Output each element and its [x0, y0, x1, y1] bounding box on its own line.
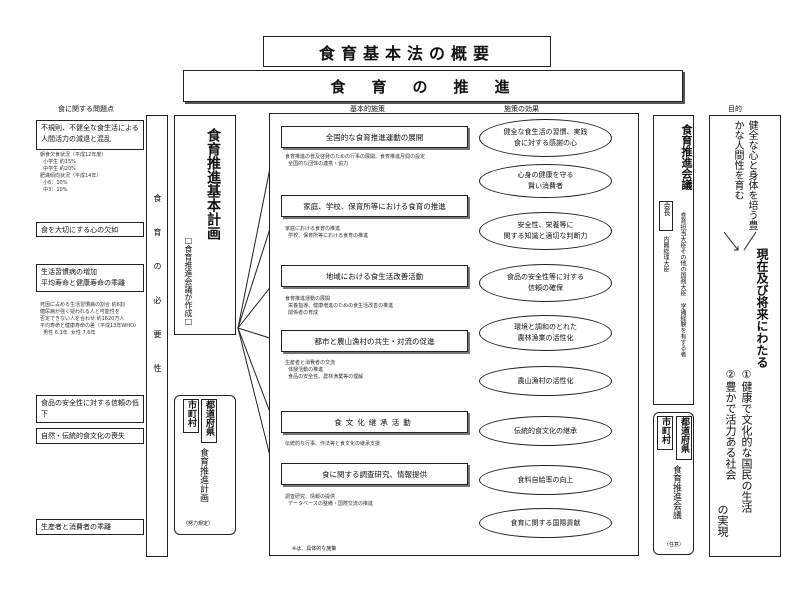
policy-box: 食文化継承活動 [281, 411, 468, 433]
problem-box: 生活習慣病の増加 平均寿命と健康寿命の乖離 [36, 264, 144, 292]
problem-box: 自然・伝統的食文化の喪失 [36, 428, 144, 444]
effect-oval: 食料自給率の向上 [479, 465, 612, 495]
basic-plan-title: 食育推進基本計画 [205, 128, 221, 240]
prefecture-label: 都道府県 [201, 399, 217, 443]
problem-box: 生産者と消費者の乖離 [36, 519, 144, 535]
header-effects: 施策の効果 [504, 105, 539, 113]
local-plan-title: 食育推進計画 [198, 448, 208, 502]
goal-arrows [723, 231, 757, 251]
goal-item-2: ②豊かで活力ある社会 [724, 368, 737, 480]
policy-note: 食育推進の普及啓発のための行事の展開、食育推進月間の設定 全国的な団体の連携・協… [285, 154, 426, 167]
effect-oval: 心身の健康を守る 賢い消費者 [479, 164, 612, 198]
effect-oval: 食品の安全性等に対する 信頼の確保 [479, 264, 612, 302]
policy-box: 家庭、学校、保育所等における食育の推進 [281, 195, 468, 217]
local-plan-box: 都道府県 市町村 食育推進計画 （努力規定） [174, 395, 236, 535]
policy-box: 食に関する調査研究、情報提供 [281, 463, 468, 485]
policy-note: 食育推進運動の展開 栄養指導、健康増進のための食生活改善の推進 関係者の育成 [285, 296, 394, 316]
policy-box: 都市と農山漁村の共生・対流の促進 [281, 330, 468, 352]
policy-note: 家庭における食育の推進 学校、保育所等における食育の推進 [285, 226, 369, 239]
council-chair: 内閣総理大臣 [662, 236, 669, 272]
problem-box: 不規則、不健全な食生活による人間活力の減退と混乱 [36, 120, 144, 150]
effect-oval: 環境と調和のとれた 農林漁業の活性化 [479, 315, 612, 351]
banner-title: 食育の推進 [183, 70, 683, 102]
council-prefecture-label: 都道府県 [676, 416, 692, 460]
local-council-note: （任意） [664, 542, 685, 548]
local-council-box: 都道府県 市町村 食育推進会議 （任意） [653, 412, 694, 555]
basic-plan-box: 食育推進基本計画 □食育推進会議が作成□ [174, 115, 236, 335]
problem-note: 朝食欠食状況（平成12年度） 小学生 約15% 中学生 約20% 肥満傾向状況（… [40, 152, 107, 193]
problem-box: 食品の安全性に対する信頼の低下 [36, 395, 144, 423]
effect-oval: 伝統的食文化の継承 [479, 416, 612, 446]
problem-note: 死因に占める生活習慣病の割合 約6割 糖尿病が強く疑われる人と可能性を 否定でき… [40, 302, 140, 336]
necessity-text: 食育の必要性 [153, 194, 162, 398]
basic-plan-sub: □食育推進会議が作成□ [184, 236, 193, 326]
effect-oval: 安全性、栄養等に 関する知識と適切な判断力 [479, 212, 612, 250]
policy-note: 生産者と消費者の交流 体験活動の推進 食品の安全性、農林漁業等の理解 [285, 360, 364, 380]
goal-item-1: ①健康で文化的な国民の生活 [740, 368, 753, 513]
goal-top: 健全な心と身体を培う豊かな人間性を育む [732, 120, 757, 230]
municipality-label: 市町村 [183, 399, 199, 433]
header-problems: 食に関する問題点 [58, 105, 114, 113]
page-title: 食育基本法の概要 [263, 36, 551, 67]
necessity-box: 食育の必要性 [146, 115, 168, 557]
council-box: 食育推進会議 会長 内閣総理大臣 食育担当大臣その他の国務大臣 学識経験を有する… [653, 115, 694, 405]
policy-note: 伝統的な行事、作法等と食文化の継承支援 [285, 441, 381, 447]
council-title: 食育推進会議 [680, 124, 693, 190]
policy-note: 調査研究、情報の提供 データベースの整備・国際交流の推進 [285, 494, 373, 507]
header-goals: 目的 [728, 105, 742, 113]
effect-oval: 食育に関する国際貢献 [479, 508, 612, 538]
policy-box: 全国的な食育推進運動の展開 [281, 126, 468, 148]
goal-box: 健全な心と身体を培う豊かな人間性を育む 現在及び将来にわたる ①健康で文化的な国… [709, 115, 781, 557]
council-members: 食育担当大臣その他の国務大臣 学識経験を有する者 [679, 212, 686, 357]
policy-box: 地域における食生活改善活動 [281, 265, 468, 287]
header-policies: 基本的施策 [350, 105, 385, 113]
problem-box: 食を大切にする心の欠如 [36, 222, 144, 237]
local-council-title: 食育推進会議 [671, 465, 681, 519]
policy-footer: ※は、具体的な施策 [292, 546, 337, 552]
effect-oval: 農山漁村の活性化 [479, 366, 612, 396]
goal-main: 現在及び将来にわたる [755, 248, 769, 368]
local-plan-effort: （努力規定） [183, 521, 214, 527]
effect-oval: 健全な食生活の習慣、実践 食に対する感謝の心 [479, 119, 612, 157]
council-municipality-label: 市町村 [657, 416, 673, 450]
council-chair-label: 会長 [659, 201, 673, 231]
goal-end: の実現 [716, 504, 729, 537]
